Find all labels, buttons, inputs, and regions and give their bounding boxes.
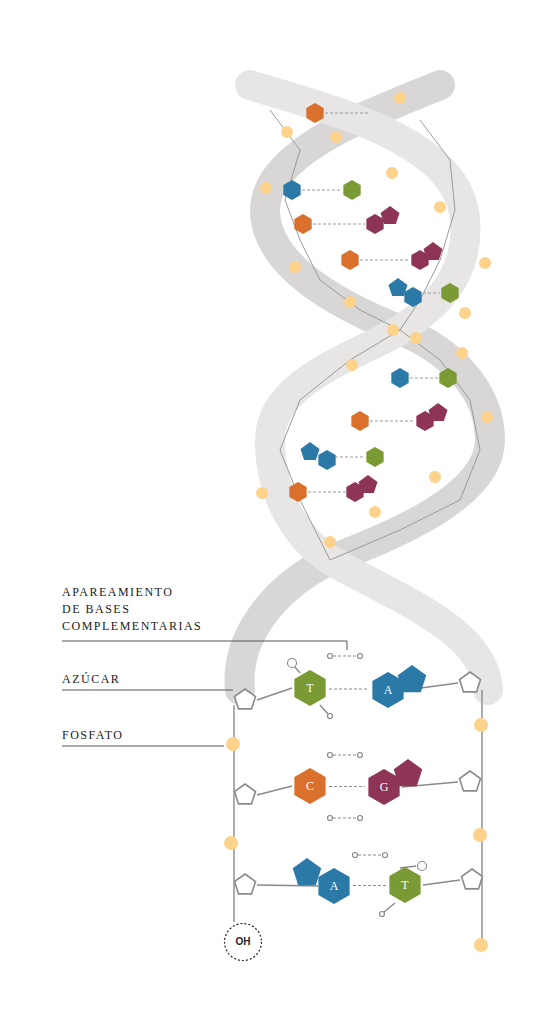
callout-label: AZÚCAR [62,671,120,688]
cytosine-base: C [291,767,329,805]
thymine-base: T [291,669,329,707]
callout-label: FOSFATO [62,727,123,744]
guanine-base: G [365,768,403,806]
callout-label: APAREAMIENTO DE BASES COMPLEMENTARIAS [62,584,187,635]
base-letter: G [380,781,389,793]
thymine-base: T [386,866,424,904]
hydrogen-bond [353,885,386,886]
adenine-base: A [369,671,407,709]
base-letter: C [306,780,314,792]
base-letter: A [384,684,393,696]
end-label: OH [236,937,251,947]
base-letter: A [330,880,339,892]
hydrogen-bond [329,688,369,689]
base-letter: T [401,879,408,891]
hydroxyl-end: OH [223,922,263,962]
adenine-base: A [315,867,353,905]
hydrogen-bond [329,786,365,787]
base-letter: T [306,682,313,694]
